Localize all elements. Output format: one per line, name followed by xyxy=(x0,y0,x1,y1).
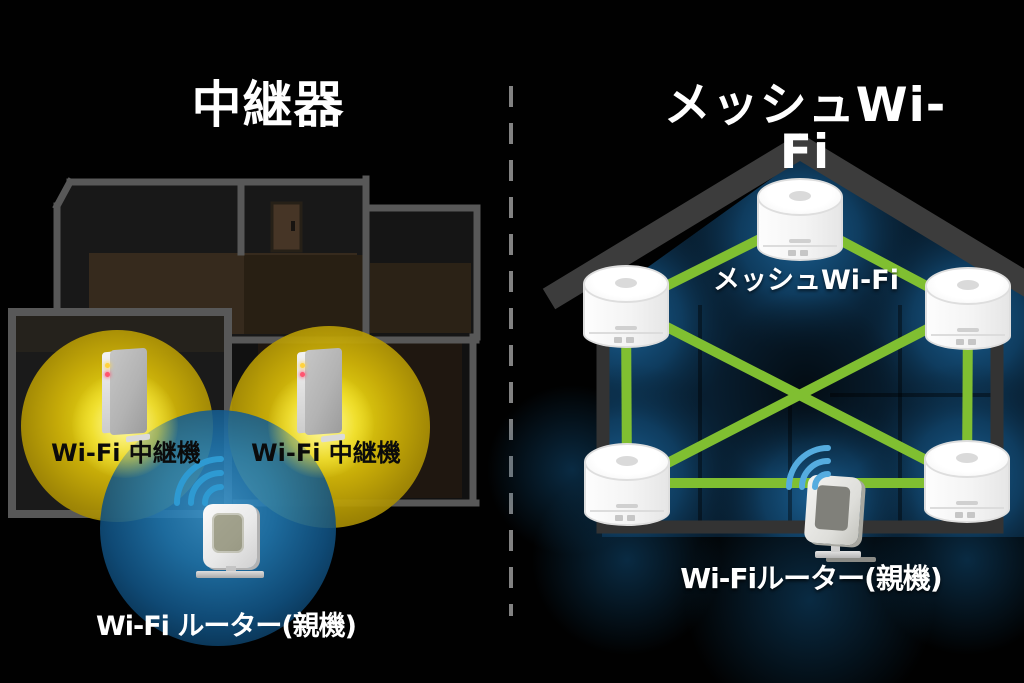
mesh-node-lower-right xyxy=(924,440,1010,524)
mesh-node-top xyxy=(757,178,843,262)
roof-outline xyxy=(542,132,1024,310)
mesh-node-upper-left xyxy=(583,265,669,349)
mesh-label: メッシュWi-Fi xyxy=(713,265,899,296)
wall-outline xyxy=(596,309,1004,534)
status-led-icon xyxy=(105,363,110,368)
mesh-panel-title: メッシュWi-Fi xyxy=(663,78,947,180)
wifi-signal-icon-right xyxy=(786,445,831,490)
repeater-label-left: Wi-Fi 中継機 xyxy=(51,439,201,467)
wifi-repeater-device-left xyxy=(102,347,150,443)
wifi-signal-icon-left xyxy=(174,456,224,506)
repeater-panel-title: 中継器 xyxy=(191,76,345,134)
mesh-node-lower-left xyxy=(584,443,670,527)
status-led-icon xyxy=(300,372,305,377)
wifi-repeater-device-right xyxy=(297,347,345,443)
repeater-label-right: Wi-Fi 中継機 xyxy=(251,439,401,467)
status-led-icon xyxy=(105,372,110,377)
status-led-icon xyxy=(300,363,305,368)
door-icon xyxy=(270,201,303,253)
wifi-router-device-right xyxy=(803,474,876,564)
router-label-left: Wi-Fi ルーター(親機) xyxy=(95,611,357,642)
router-label-right: Wi-Fiルーター(親機) xyxy=(680,562,942,595)
mesh-node-upper-right xyxy=(925,267,1011,351)
panel-divider xyxy=(509,86,513,616)
wifi-router-device-left xyxy=(196,504,264,578)
